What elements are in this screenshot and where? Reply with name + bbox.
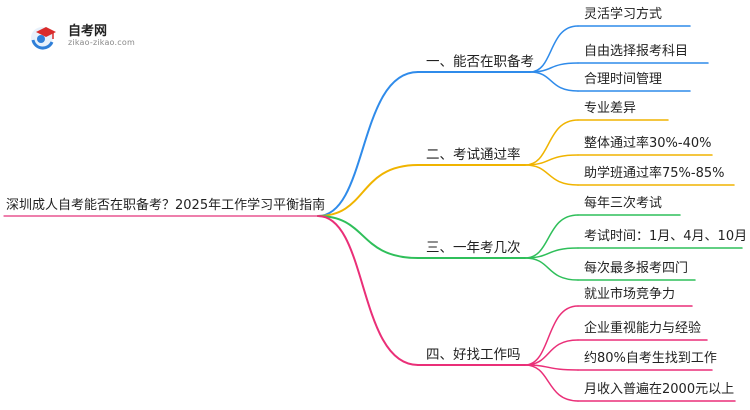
branch-topic: 三、一年考几次 [426,240,521,256]
leaf-topic: 整体通过率30%-40% [584,136,712,151]
branch-connector [317,71,419,217]
leaf-topic: 月收入普遍在2000元以上 [584,382,735,397]
branch-topic: 二、考试通过率 [426,147,521,163]
leaf-connector [524,164,579,186]
leaf-connector [529,25,579,73]
leaf-topic: 考试时间：1月、4月、10月 [584,229,748,244]
branch-connector [317,164,419,217]
leaf-topic: 专业差异 [584,101,637,116]
leaf-topic: 合理时间管理 [584,72,663,87]
leaf-connector [524,339,579,366]
leaf-connector [524,257,579,281]
leaf-connector [524,247,579,259]
leaf-topic: 每年三次考试 [584,196,663,211]
leaf-connector [524,305,579,366]
leaf-connector [524,154,579,166]
leaf-topic: 就业市场竞争力 [584,287,676,302]
leaf-topic: 企业重视能力与经验 [584,321,702,336]
leaf-topic: 灵活学习方式 [584,7,663,22]
branch-topic: 一、能否在职备考 [426,54,534,70]
leaf-topic: 约80%自考生找到工作 [584,351,717,366]
leaf-topic: 自由选择报考科目 [584,44,689,59]
branch-connector [317,215,419,259]
leaf-topic: 每次最多报考四门 [584,261,689,276]
leaf-connector [524,364,579,402]
leaf-connector [529,71,579,92]
leaf-connector [524,119,579,166]
leaf-connector [524,214,579,259]
logo-title: 自考网 [68,24,108,39]
graduation-cap-globe-icon [31,27,56,50]
branch-topic: 四、好找工作吗 [426,347,521,363]
site-logo: 自考网 zikao-zikao.com [28,18,140,58]
branch-connector [317,215,419,366]
root-topic: 深圳成人自考能否在职备考？2025年工作学习平衡指南 [6,198,326,213]
logo-subtitle: zikao-zikao.com [68,38,135,47]
leaf-topic: 助学班通过率75%-85% [584,166,725,181]
